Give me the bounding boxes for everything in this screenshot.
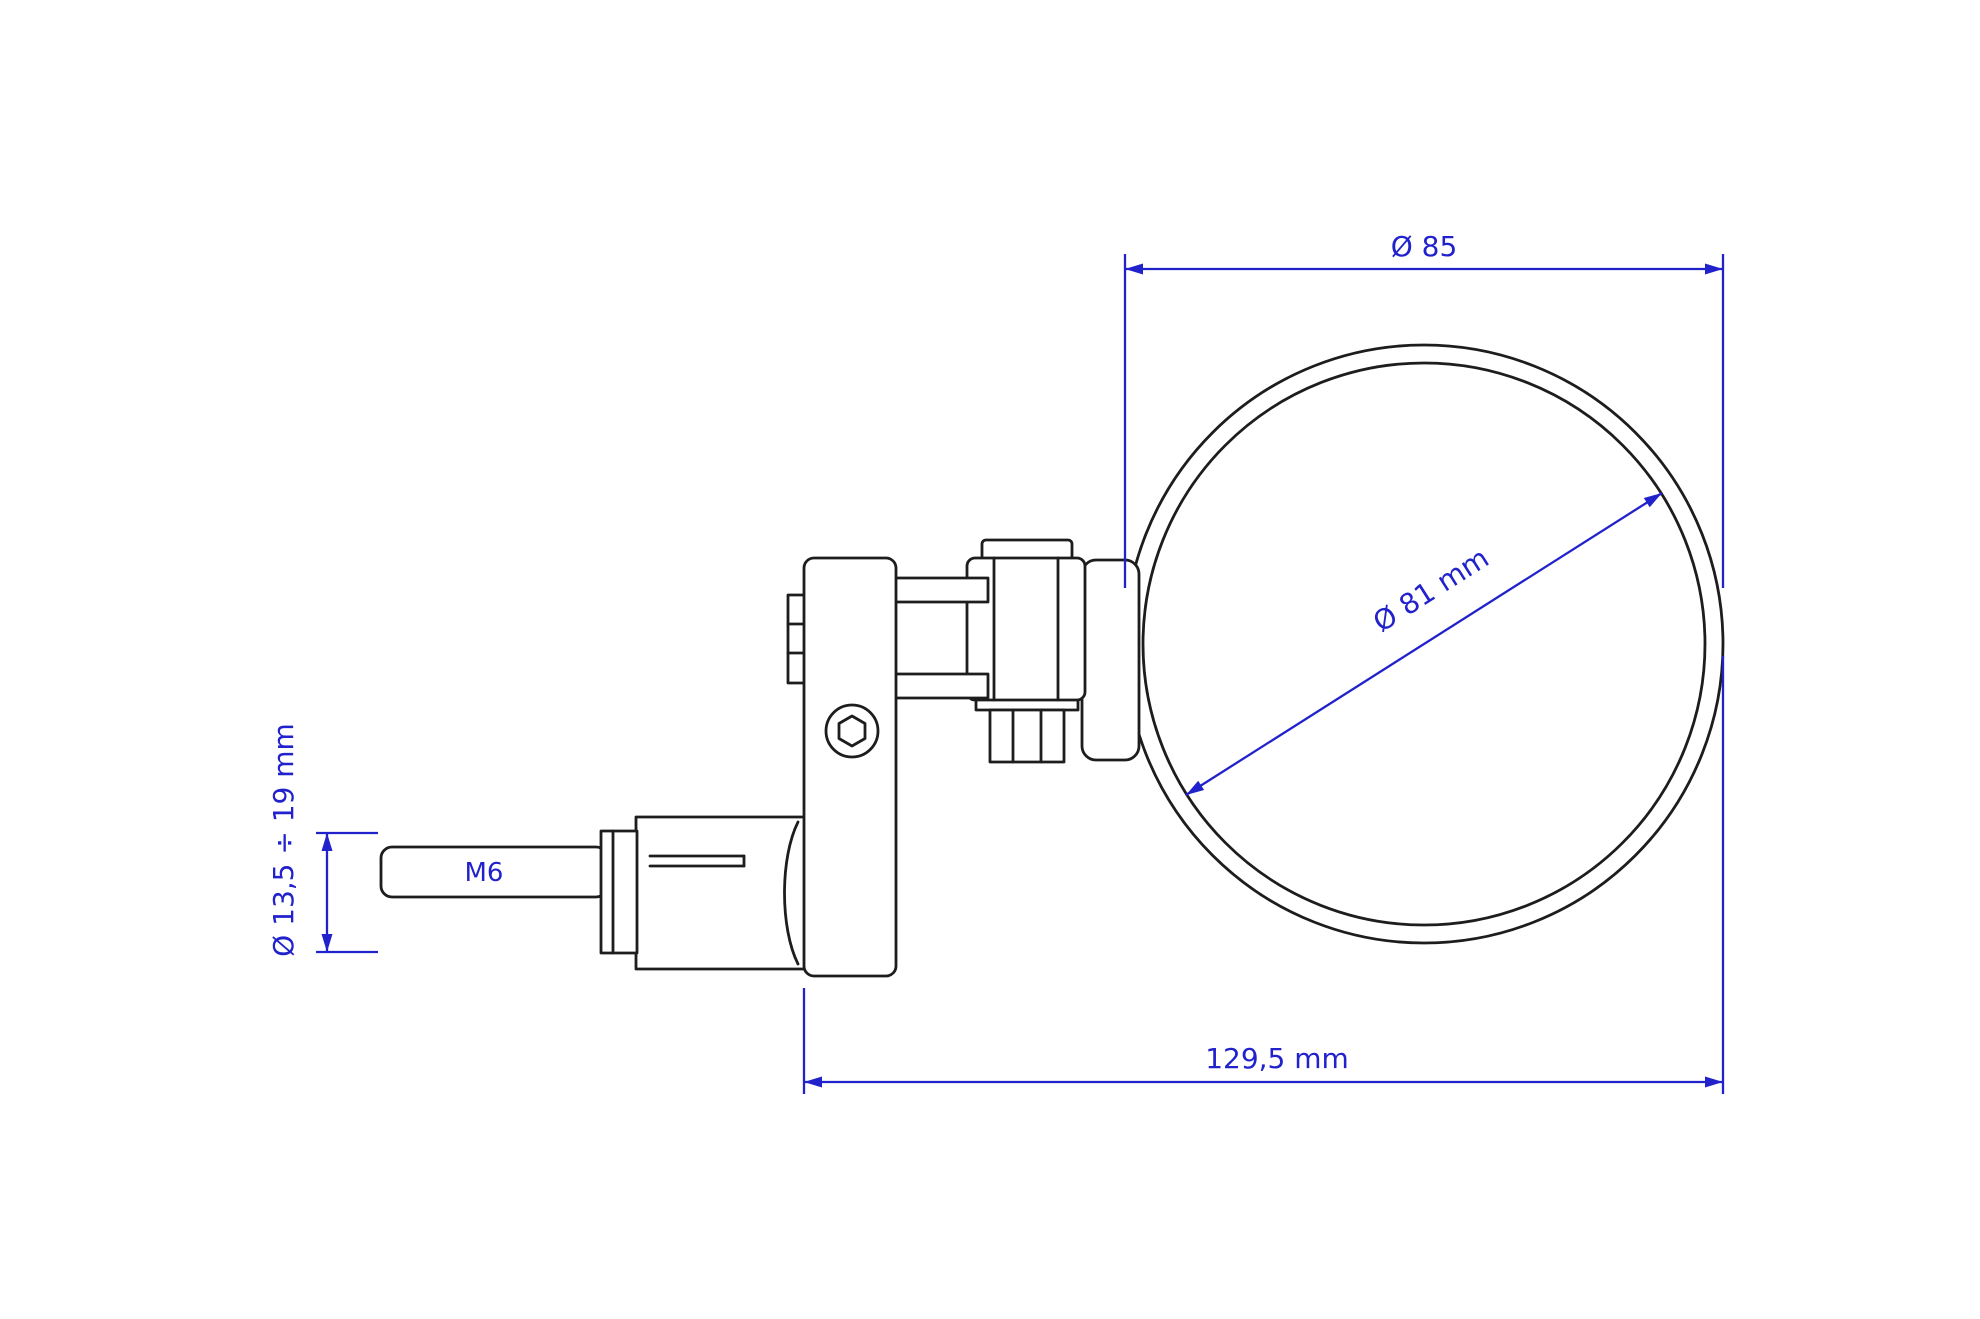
- pivot-block: [965, 556, 1087, 702]
- expander-cylinder: [634, 815, 830, 971]
- dimension-lines: [316, 254, 1725, 1094]
- hinge-arms: [886, 576, 990, 700]
- dimension-arrowheads: [321, 263, 1723, 1088]
- dim-clamp-range: [316, 831, 378, 954]
- label-overall-length: 129,5 mm: [1205, 1042, 1349, 1075]
- mirror-joint-housing: [1080, 558, 1141, 762]
- label-mirror-diameter: Ø 81 mm: [1367, 541, 1494, 639]
- label-thread: M6: [465, 858, 504, 888]
- dim-mirror-diameter: [1185, 492, 1663, 796]
- mirror-inner-circle: [1141, 361, 1707, 927]
- label-clamp-range: Ø 13,5 ÷ 19 mm: [267, 723, 300, 957]
- clamp-bolt: [824, 703, 880, 759]
- collar: [599, 829, 639, 955]
- dim-outer-diameter: [1123, 254, 1725, 588]
- label-outer-diameter: Ø 85: [1391, 230, 1458, 263]
- mount-assembly: [379, 538, 1141, 978]
- dim-overall-length: [802, 656, 1725, 1094]
- clamp-body: [802, 556, 898, 978]
- pivot-nut: [988, 708, 1066, 764]
